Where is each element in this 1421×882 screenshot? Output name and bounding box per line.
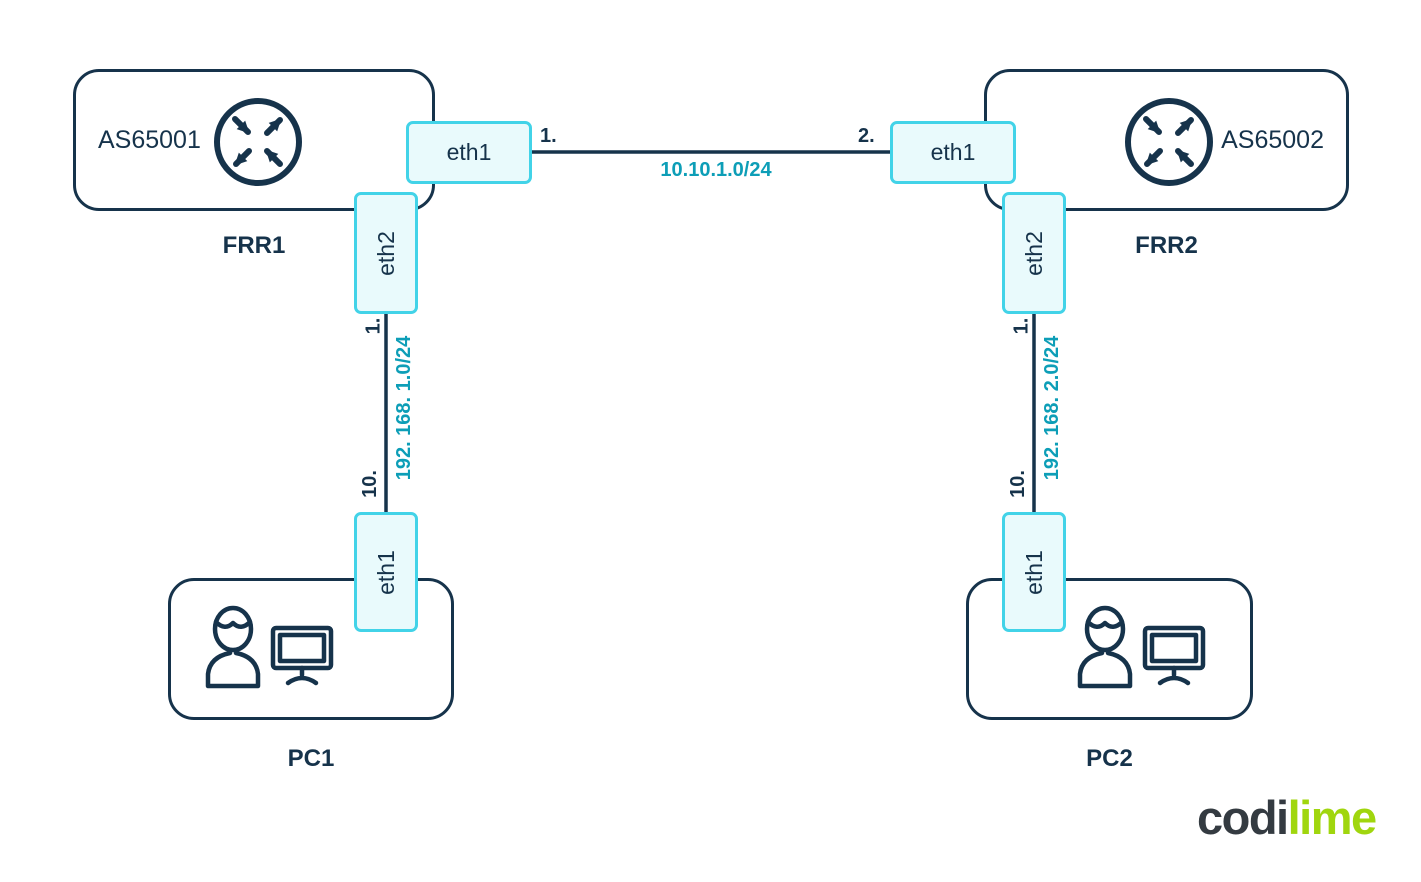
monitor-icon — [1142, 625, 1206, 686]
router-name-label: FRR2 — [1135, 232, 1198, 259]
port-pc1-eth1: eth1 — [354, 512, 418, 632]
user-and-monitor-icon — [205, 605, 334, 689]
port-label: eth1 — [1020, 549, 1047, 595]
user-icon — [1077, 605, 1133, 689]
link-endpoint-host-number: 1. — [1010, 317, 1033, 335]
port-frr2-eth2: eth2 — [1002, 192, 1066, 314]
link-network-label: 10.10.1.0/24 — [660, 159, 772, 181]
user-and-monitor-icon — [1077, 605, 1206, 689]
port-pc2-eth1: eth1 — [1002, 512, 1066, 632]
user-icon — [205, 605, 261, 689]
port-frr1-eth1: eth1 — [406, 121, 532, 184]
link-network-label: 192. 168. 1.0/24 — [393, 335, 415, 481]
pc-name-label: PC2 — [1086, 745, 1133, 772]
port-label: eth1 — [372, 549, 399, 595]
logo-text-dark: codi — [1197, 791, 1289, 844]
router-icon — [1125, 98, 1213, 186]
as-number-label: AS65002 — [1221, 125, 1324, 154]
port-label: eth1 — [446, 139, 492, 165]
monitor-icon — [270, 625, 334, 686]
link-endpoint-host-number: 2. — [858, 125, 875, 147]
port-frr1-eth2: eth2 — [354, 192, 418, 314]
link-network-label: 192. 168. 2.0/24 — [1041, 335, 1063, 481]
link-endpoint-host-number: 1. — [362, 317, 385, 335]
link-endpoint-host-number: 10. — [358, 470, 381, 498]
router-name-label: FRR1 — [222, 232, 286, 259]
router-node-frr2: AS65002 — [984, 69, 1349, 211]
router-icon — [214, 98, 302, 186]
pc-name-label: PC1 — [287, 745, 335, 772]
port-frr2-eth1: eth1 — [890, 121, 1016, 184]
router-node-frr1: AS65001 — [73, 69, 435, 211]
port-label: eth2 — [1020, 230, 1047, 276]
port-label: eth1 — [930, 139, 976, 165]
link-endpoint-host-number: 10. — [1006, 470, 1029, 498]
codilime-logo: codilime — [1197, 791, 1378, 844]
link-endpoint-host-number: 1. — [540, 125, 557, 147]
logo-text-accent: lime — [1287, 791, 1378, 844]
as-number-label: AS65001 — [98, 125, 201, 154]
port-label: eth2 — [372, 230, 399, 276]
